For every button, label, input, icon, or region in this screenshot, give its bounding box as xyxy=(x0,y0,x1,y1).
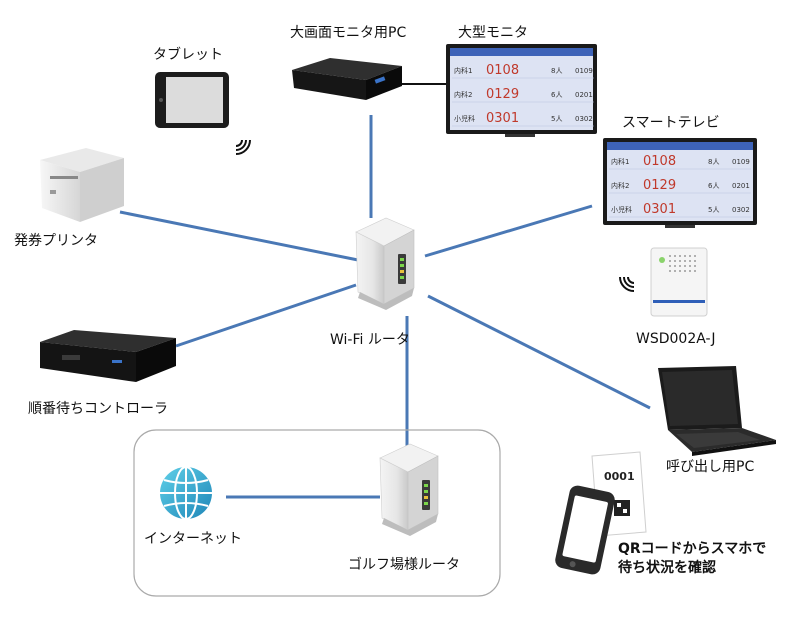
large-monitor-row-number: 0129 xyxy=(486,87,519,102)
large-monitor-row-code: 0201 xyxy=(575,91,593,99)
speaker-grill-dot xyxy=(679,260,681,262)
big-screen-pc-label: 大画面モニタ用PC xyxy=(290,25,407,41)
router-label: Wi-Fi ルータ xyxy=(330,332,410,348)
large-monitor-row-people: 6人 xyxy=(551,91,562,99)
large-monitor-row-code: 0302 xyxy=(575,115,593,123)
golf-router-device xyxy=(379,443,439,536)
large-monitor-row-dept: 小児科 xyxy=(454,114,475,123)
smart-tv-row-dept: 小児科 xyxy=(611,205,632,214)
speaker-grill-dot xyxy=(689,270,691,272)
smart-tv-row-number: 0301 xyxy=(643,202,676,217)
speaker-grill-dot xyxy=(669,265,671,267)
speaker-grill-dot xyxy=(669,255,671,257)
smart-tv-row-people: 8人 xyxy=(708,158,719,166)
speaker-grill-dot xyxy=(669,260,671,262)
speaker-grill-dot xyxy=(684,260,686,262)
ticket-printer-device xyxy=(40,148,124,222)
smart-tv-row-number: 0108 xyxy=(643,154,676,169)
qr-caption-line2: 待ち状況を確認 xyxy=(618,559,716,576)
call-laptop-device xyxy=(658,366,776,456)
large-monitor-row-people: 5人 xyxy=(551,115,562,123)
smart-tv-row-dept: 内科1 xyxy=(611,157,629,166)
smart-tv-device: 内科1 0108 8人 0109 内科2 0129 6人 0201 小児科 0301 5人 0302 xyxy=(603,138,757,228)
tablet-label: タブレット xyxy=(153,47,223,63)
speaker-grill-dot xyxy=(684,270,686,272)
ticket-printer-label: 発券プリンタ xyxy=(14,233,98,249)
speaker-grill-dot xyxy=(689,265,691,267)
large-monitor-label: 大型モニタ xyxy=(458,25,528,41)
link-tv-router xyxy=(424,204,593,258)
smart-tv-row-number: 0129 xyxy=(643,178,676,193)
large-monitor-row-dept: 内科2 xyxy=(454,90,472,99)
wifi-signal-icon xyxy=(235,139,251,155)
speaker-grill-dot xyxy=(669,270,671,272)
speaker-grill-dot xyxy=(694,265,696,267)
speaker-grill-dot xyxy=(679,255,681,257)
large-monitor-row-number: 0301 xyxy=(486,111,519,126)
large-monitor-row-code: 0109 xyxy=(575,67,593,75)
qr-caption-line1: QRコードからスマホで xyxy=(618,541,767,557)
speaker-grill-dot xyxy=(674,260,676,262)
speaker-grill-dot xyxy=(694,270,696,272)
speaker-device xyxy=(650,247,708,317)
qr-caption: QRコードからスマホで 待ち状況を確認 xyxy=(618,540,766,578)
speaker-grill-dot xyxy=(694,255,696,257)
link-callpc-router xyxy=(427,294,651,410)
connection-lines xyxy=(119,115,651,499)
speaker-grill-dot xyxy=(674,255,676,257)
speaker-grill-dot xyxy=(679,265,681,267)
speaker-grill-dot xyxy=(684,265,686,267)
smartphone-device xyxy=(555,485,615,575)
speaker-label: WSD002A-J xyxy=(636,331,716,347)
smart-tv-row-dept: 内科2 xyxy=(611,181,629,190)
speaker-grill-dot xyxy=(684,255,686,257)
receipt-number: 0001 xyxy=(604,470,635,483)
smart-tv-label: スマートテレビ xyxy=(622,115,720,131)
wifi-signal-icon xyxy=(619,276,635,292)
speaker-grill-dot xyxy=(689,255,691,257)
smart-tv-row-people: 5人 xyxy=(708,206,719,214)
smart-tv-row-code: 0302 xyxy=(732,206,750,214)
wifi-router-device xyxy=(355,217,415,310)
internet-group-box xyxy=(133,429,501,597)
smart-tv-row-people: 6人 xyxy=(708,182,719,190)
large-monitor-row-dept: 内科1 xyxy=(454,66,472,75)
controller-pc-device xyxy=(40,330,176,382)
globe-icon xyxy=(160,466,212,520)
smart-tv-row-code: 0109 xyxy=(732,158,750,166)
link-controller-router xyxy=(175,283,357,348)
tablet-device xyxy=(155,72,229,128)
speaker-grill-dot xyxy=(674,270,676,272)
large-monitor-device: 内科1 0108 8人 0109 内科2 0129 6人 0201 小児科 0301 5人 0302 xyxy=(446,44,597,137)
speaker-grill-dot xyxy=(689,260,691,262)
controller-label: 順番待ちコントローラ xyxy=(28,401,168,417)
speaker-grill-dot xyxy=(679,270,681,272)
smart-tv-row-code: 0201 xyxy=(732,182,750,190)
large-monitor-row-people: 8人 xyxy=(551,67,562,75)
internet-label: インターネット xyxy=(144,531,242,547)
speaker-grill-dot xyxy=(674,265,676,267)
speaker-grill-dot xyxy=(694,260,696,262)
golf-router-label: ゴルフ場様ルータ xyxy=(348,557,460,573)
call-pc-label: 呼び出し用PC xyxy=(666,459,755,475)
mini-pc-top xyxy=(292,58,402,100)
link-printer-router xyxy=(119,210,359,262)
large-monitor-row-number: 0108 xyxy=(486,63,519,78)
